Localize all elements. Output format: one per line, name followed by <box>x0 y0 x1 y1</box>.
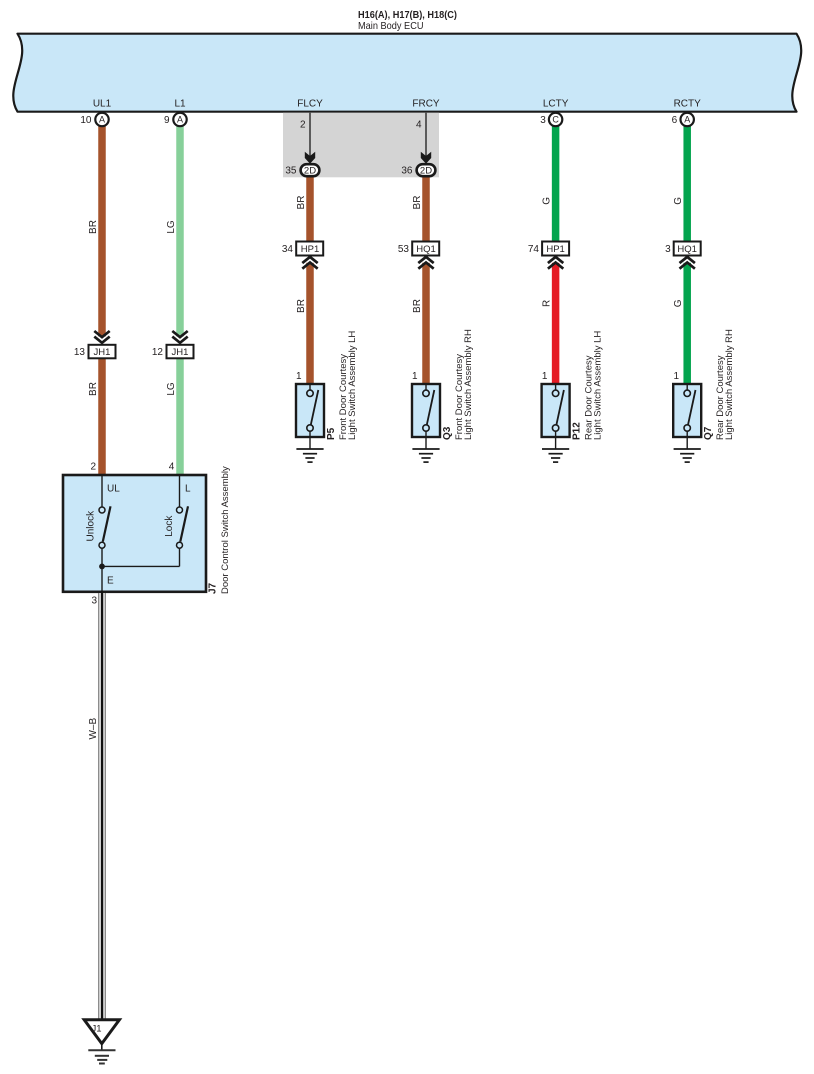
svg-text:G: G <box>673 197 684 205</box>
svg-text:HQ1: HQ1 <box>677 244 697 255</box>
svg-text:P5: P5 <box>326 427 337 440</box>
svg-text:Lock: Lock <box>164 515 175 537</box>
svg-text:BR: BR <box>88 382 99 396</box>
svg-text:G: G <box>542 197 553 205</box>
svg-text:Light Switch Assembly LH: Light Switch Assembly LH <box>347 331 358 440</box>
svg-text:1: 1 <box>542 371 548 382</box>
svg-text:Main Body ECU: Main Body ECU <box>358 20 424 32</box>
svg-text:Unlock: Unlock <box>86 510 97 542</box>
svg-text:53: 53 <box>398 244 410 255</box>
svg-text:3: 3 <box>540 115 546 126</box>
svg-text:J7: J7 <box>208 582 219 594</box>
svg-text:Light Switch Assembly LH: Light Switch Assembly LH <box>593 331 604 440</box>
svg-text:P12: P12 <box>572 422 583 440</box>
svg-text:E: E <box>107 576 114 587</box>
svg-text:2: 2 <box>90 462 96 473</box>
svg-text:Door Control Switch Assembly: Door Control Switch Assembly <box>220 466 231 594</box>
svg-text:34: 34 <box>282 244 294 255</box>
svg-text:9: 9 <box>164 115 170 126</box>
svg-text:Light Switch Assembly RH: Light Switch Assembly RH <box>724 329 735 440</box>
svg-text:BR: BR <box>412 196 423 210</box>
svg-text:35: 35 <box>285 166 297 177</box>
svg-text:BR: BR <box>296 299 307 313</box>
svg-text:RCTY: RCTY <box>674 99 702 110</box>
svg-text:Front Door Courtesy: Front Door Courtesy <box>338 354 349 440</box>
svg-text:BR: BR <box>88 220 99 234</box>
svg-text:2: 2 <box>300 120 306 131</box>
svg-text:J1: J1 <box>92 1024 102 1035</box>
svg-text:1: 1 <box>296 371 302 382</box>
svg-text:LG: LG <box>166 382 177 396</box>
svg-text:HQ1: HQ1 <box>416 244 436 255</box>
svg-text:LG: LG <box>166 220 177 234</box>
svg-text:Q7: Q7 <box>703 426 714 440</box>
svg-text:A: A <box>177 115 183 125</box>
svg-text:Q3: Q3 <box>442 426 453 440</box>
svg-text:HP1: HP1 <box>301 244 319 255</box>
svg-text:13: 13 <box>74 347 86 358</box>
svg-text:FRCY: FRCY <box>412 99 440 110</box>
svg-text:JH1: JH1 <box>172 347 189 358</box>
svg-text:4: 4 <box>416 120 422 131</box>
svg-text:HP1: HP1 <box>546 244 564 255</box>
svg-text:A: A <box>99 115 105 125</box>
svg-text:LCTY: LCTY <box>543 99 569 110</box>
svg-text:74: 74 <box>528 244 540 255</box>
svg-text:L: L <box>185 484 191 495</box>
svg-text:36: 36 <box>401 166 413 177</box>
svg-text:FLCY: FLCY <box>297 99 323 110</box>
svg-text:1: 1 <box>412 371 418 382</box>
svg-text:JH1: JH1 <box>94 347 111 358</box>
svg-text:G: G <box>673 299 684 307</box>
svg-text:C: C <box>552 115 559 125</box>
svg-text:Rear Door Courtesy: Rear Door Courtesy <box>715 355 726 440</box>
svg-text:Front Door Courtesy: Front Door Courtesy <box>454 354 465 440</box>
svg-text:A: A <box>684 115 690 125</box>
svg-text:12: 12 <box>152 347 164 358</box>
svg-text:3: 3 <box>91 596 97 607</box>
svg-text:H16(A), H17(B), H18(C): H16(A), H17(B), H18(C) <box>358 9 457 21</box>
svg-text:2D: 2D <box>304 166 316 177</box>
svg-text:W–B: W–B <box>88 718 99 740</box>
svg-text:L1: L1 <box>174 99 186 110</box>
svg-text:10: 10 <box>80 115 92 126</box>
svg-text:R: R <box>542 300 553 307</box>
svg-text:BR: BR <box>412 299 423 313</box>
svg-text:UL1: UL1 <box>93 99 112 110</box>
svg-text:3: 3 <box>665 244 671 255</box>
svg-text:4: 4 <box>169 462 175 473</box>
svg-text:2D: 2D <box>420 166 432 177</box>
svg-text:Rear Door Courtesy: Rear Door Courtesy <box>583 355 594 440</box>
svg-text:6: 6 <box>672 115 678 126</box>
svg-text:BR: BR <box>296 196 307 210</box>
svg-text:UL: UL <box>107 484 120 495</box>
svg-text:1: 1 <box>673 371 679 382</box>
svg-text:Light Switch Assembly RH: Light Switch Assembly RH <box>463 329 474 440</box>
